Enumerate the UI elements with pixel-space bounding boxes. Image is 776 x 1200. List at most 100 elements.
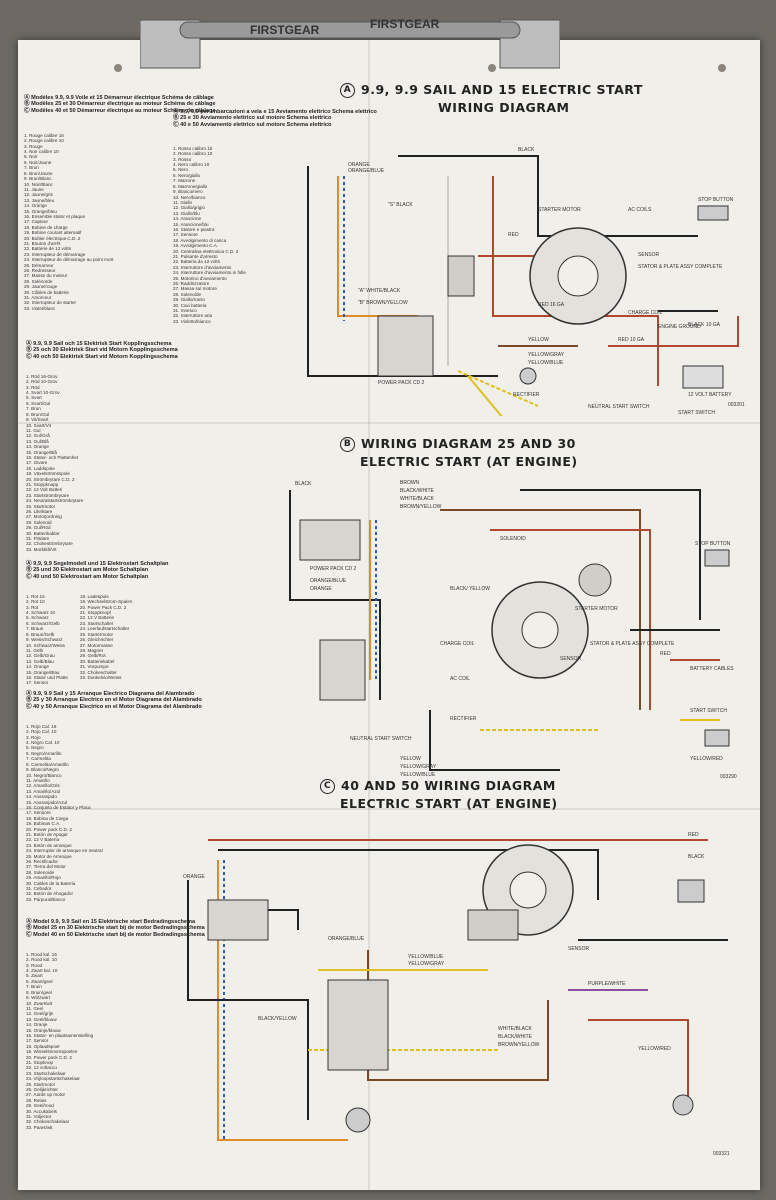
hanger-rod (179, 21, 521, 39)
starter-motor (447, 255, 475, 297)
diagram-a-code: 003201 (728, 402, 745, 408)
label-stop-button: STOP BUTTON (695, 541, 731, 547)
wiring-diagram-b: BLACK BROWN BLACK/WHITE WHITE/BLACK BROW… (289, 480, 737, 780)
legend-dutch-items: 1. Rood kal. 16 2. Rood kal. 10 3. Rood … (26, 951, 94, 1130)
label-yellow-blue: YELLOW/BLUE (528, 360, 564, 366)
stop-button (697, 205, 729, 221)
label-sensor: SENSOR (560, 656, 582, 662)
label-neutral-start: NEUTRAL START SWITCH (588, 404, 650, 410)
label-starter-motor: STARTER MOTOR (538, 207, 581, 213)
label-rectifier: RECTIFIER (513, 392, 540, 398)
label-yellow-blue: YELLOW/BLUE (408, 954, 444, 960)
hanger-clip-left (140, 19, 201, 69)
label-orange: ORANGE (348, 162, 370, 168)
legend-dutch-heading: Ⓐ Model 9.9, 9.9 Sail en 15 Elektrische … (26, 918, 205, 938)
legend-german: Ⓐ 9,9, 9,9 Segelmodell und 15 Elektrosta… (26, 550, 251, 697)
label-red-16: RED 16 GA (538, 302, 565, 308)
poster-hanger: FIRSTGEAR FIRSTGEAR (140, 17, 560, 69)
label-sensor: SENSOR (568, 946, 590, 952)
solenoid (467, 909, 519, 941)
label-ac-coils: AC COILS (628, 207, 652, 213)
hanger-brand-left: FIRSTGEAR (250, 23, 320, 37)
label-red: RED (508, 232, 519, 238)
label-black: BLACK (295, 481, 312, 487)
label-purple-white: PURPLE/WHITE (588, 981, 626, 987)
label-battery: 12 VOLT BATTERY (688, 392, 732, 398)
label-starter-motor: STARTER MOTOR (575, 606, 618, 612)
label-engine-ground: ENGINE GROUND (658, 324, 701, 330)
power-pack (377, 315, 434, 377)
diagram-b-letter: B (340, 437, 355, 452)
legend-french-items: 1. Rouge calibre 16 2. Rouge calibre 10 … (24, 132, 114, 311)
label-start-switch: START SWITCH (678, 410, 715, 416)
start-switch (672, 1094, 694, 1116)
label-yellow: YELLOW (528, 337, 549, 343)
power-pack (207, 899, 269, 941)
legend-swedish-items: 1. Röd 16-Grov 2. Röd 10-Grov 3. Röd 4. … (26, 373, 84, 552)
legend-german-items-1: 1. Rot 16 2. Rot 10 3. Rot 4. Schwarz 10… (26, 593, 68, 686)
label-orange: ORANGE (183, 874, 205, 880)
legend-french-heading: Ⓐ Modèles 9.9, 9.9 Voile et 15 Démarreur… (24, 94, 216, 114)
coil-assembly (319, 639, 366, 701)
label-charge-coil: CHARGE COIL (628, 310, 663, 316)
diagram-c-code: 003321 (713, 1151, 730, 1157)
label-brown-yellow: "B" BROWN/YELLOW (358, 300, 408, 306)
stop-button (677, 879, 705, 903)
diagram-c-letter: C (320, 779, 335, 794)
legend-dutch: Ⓐ Model 9.9, 9.9 Sail en 15 Elektrische … (26, 908, 205, 1141)
power-pack (299, 519, 361, 561)
label-brown: BROWN (400, 480, 420, 486)
label-power-pack: POWER PACK CD 2 (378, 380, 425, 386)
legend-swedish: Ⓐ 9.9, 9.9 Sail och 15 Elektrisk Start K… (26, 330, 178, 563)
label-orange-blue: ORANGE/BLUE (348, 168, 385, 174)
legend-italian-heading: Ⓐ 9,9, 9,9 per imbarcazioni a vela e 15 … (173, 108, 377, 128)
label-orange-blue: ORANGE/BLUE (328, 936, 365, 942)
punch-hole (114, 64, 122, 72)
wiring-diagram-a: ORANGE ORANGE/BLUE BLACK "S" BLACK START… (307, 147, 745, 416)
label-white-black: WHITE/BLACK (498, 1026, 533, 1032)
label-rectifier: RECTIFIER (450, 716, 477, 722)
diagram-a-title-line1: 9.9, 9.9 SAIL AND 15 ELECTRIC START (361, 82, 643, 97)
fold-line (18, 422, 760, 424)
label-stop-button: STOP BUTTON (698, 197, 734, 203)
start-switch (704, 729, 730, 747)
stop-button (704, 549, 730, 567)
diagram-a-letter: A (340, 83, 355, 98)
label-black-yellow: BLACK/ YELLOW (450, 586, 490, 592)
diagram-c-title-line1: 40 AND 50 WIRING DIAGRAM (341, 778, 556, 793)
diagram-a-title-line2: WIRING DIAGRAM (438, 100, 570, 115)
engine-block (327, 979, 389, 1071)
label-yellow-red: YELLOW/RED (690, 756, 723, 762)
punch-hole (488, 64, 496, 72)
label-stator: STATOR & PLATE ASSY COMPLETE (638, 264, 723, 270)
battery (682, 365, 724, 389)
label-yellow-blue: YELLOW/BLUE (400, 772, 436, 778)
diagram-c-title: C 40 AND 50 WIRING DIAGRAM (320, 778, 556, 794)
diagram-b-code: 003290 (720, 774, 737, 780)
label-yellow-gray: YELLOW/GRAY (400, 764, 437, 770)
label-sensor: SENSOR (638, 252, 660, 258)
legend-italian: Ⓐ 9,9, 9,9 per imbarcazioni a vela e 15 … (173, 98, 377, 335)
label-black-white: BLACK/WHITE (498, 1034, 533, 1040)
diagram-a-title: A 9.9, 9.9 SAIL AND 15 ELECTRIC START (340, 82, 643, 98)
label-black: BLACK (688, 854, 705, 860)
legend-french: Ⓐ Modèles 9.9, 9.9 Voile et 15 Démarreur… (24, 84, 216, 322)
label-white-black: "A" WHITE/BLACK (358, 288, 401, 294)
label-s-black: "S" BLACK (388, 202, 413, 208)
label-battery-cables: BATTERY CABLES (690, 666, 734, 672)
label-orange: ORANGE (310, 586, 332, 592)
diagram-c-title-line2: ELECTRIC START (AT ENGINE) (340, 796, 558, 811)
wiring-diagram-c: RED BLACK ORANGE ORANGE/BLUE YELLOW/GRAY… (183, 832, 730, 1157)
label-yellow-red: YELLOW/RED (638, 1046, 671, 1052)
legend-german-heading: Ⓐ 9,9, 9,9 Segelmodell und 15 Elektrosta… (26, 560, 169, 580)
label-yellow: YELLOW (400, 756, 421, 762)
label-yellow-gray: YELLOW/GRAY (408, 961, 445, 967)
rectifier (345, 1107, 371, 1133)
label-stator: STATOR & PLATE ASSY COMPLETE (590, 641, 675, 647)
label-yellow-gray: YELLOW/GRAY (528, 352, 565, 358)
legend-swedish-heading: Ⓐ 9.9, 9.9 Sail och 15 Elektrisk Start K… (26, 340, 178, 360)
label-power-pack: POWER PACK CD 2 (310, 566, 357, 572)
label-brown-yellow: BROWN/YELLOW (498, 1042, 540, 1048)
label-neutral-start: NEUTRAL START SWITCH (350, 736, 412, 742)
diagram-b-title-line2: ELECTRIC START (AT ENGINE) (360, 454, 578, 469)
